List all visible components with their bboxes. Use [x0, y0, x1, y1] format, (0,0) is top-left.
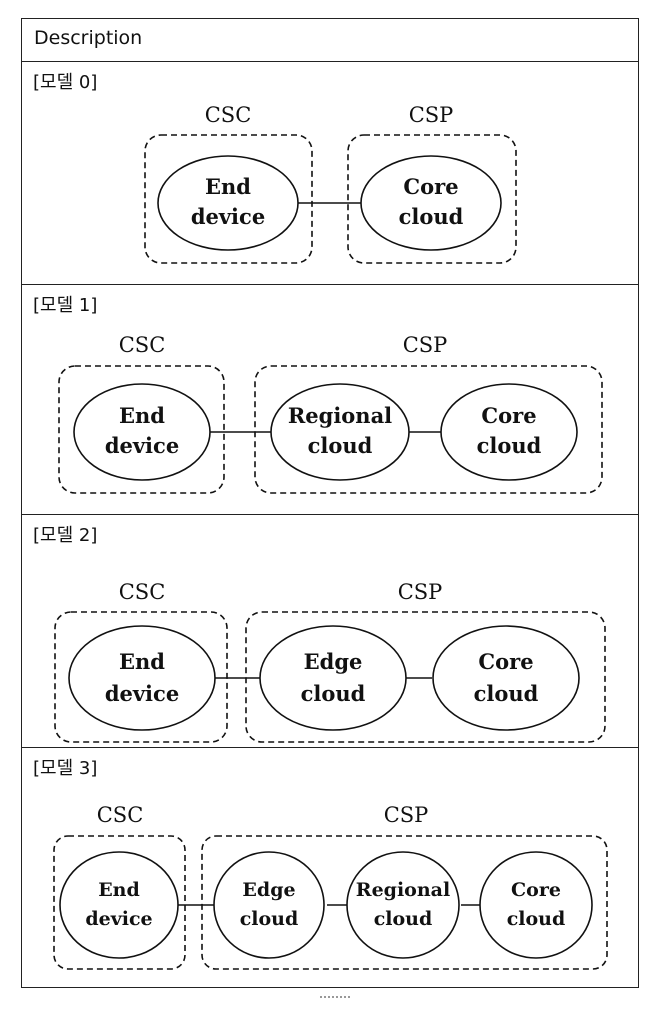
model-3-node-core-cloud [479, 851, 593, 959]
page-footer-mark [320, 996, 350, 1012]
model-3-node-3-line2: cloud [507, 908, 566, 930]
model-1-csp-label: CSP [403, 333, 448, 357]
model-0-csc-label: CSC [205, 103, 252, 127]
model-2-node-edge-cloud [259, 625, 407, 731]
model-3-csp-label: CSP [384, 803, 429, 827]
model-3-csc-group [53, 835, 186, 970]
model-0-label: [모델 0] [33, 72, 98, 93]
model-1-node-1-line1: Regional [288, 403, 392, 428]
model-3-node-edge-cloud [213, 851, 325, 959]
model-1-csc-label: CSC [119, 333, 166, 357]
model-2-diagram: CSC CSP End device Edge cloud Core cloud [54, 580, 606, 743]
model-2-node-1-line2: cloud [301, 681, 366, 706]
model-1-node-core-cloud [440, 383, 578, 481]
model-3-row: [모델 3] CSC CSP End device Edge cloud Reg… [22, 748, 638, 989]
model-0-node-core-cloud [360, 155, 502, 251]
model-0-node-0-line1: End [205, 174, 251, 199]
model-2-label: [모델 2] [33, 525, 98, 546]
model-3-csp-group [201, 835, 608, 970]
model-3-node-2-line2: cloud [374, 908, 433, 930]
model-2-csc-group [54, 611, 228, 743]
model-3-node-1-line2: cloud [240, 908, 299, 930]
model-0-node-1-line1: Core [403, 174, 458, 199]
model-2-csp-group [245, 611, 606, 743]
model-3-label: [모델 3] [33, 758, 98, 779]
model-1-node-2-line1: Core [481, 403, 536, 428]
model-2-node-1-line1: Edge [304, 649, 363, 674]
model-3-node-1-line1: Edge [242, 879, 295, 901]
model-1-label: [모델 1] [33, 295, 98, 316]
model-0-row: [모델 0] CSC CSP End device Core cloud [22, 62, 638, 285]
model-3-csc-label: CSC [97, 803, 144, 827]
model-3-node-2-line1: Regional [356, 879, 450, 901]
model-2-node-2-line2: cloud [474, 681, 539, 706]
model-2-row: [모델 2] CSC CSP End device Edge cloud Cor… [22, 515, 638, 748]
description-header: Description [34, 27, 143, 49]
model-2-node-0-line1: End [119, 649, 165, 674]
model-3-node-3-line1: Core [511, 879, 561, 901]
model-2-node-core-cloud [432, 625, 580, 731]
model-3-node-regional-cloud [346, 851, 460, 959]
model-1-node-regional-cloud [270, 383, 410, 481]
model-1-node-2-line2: cloud [477, 433, 542, 458]
model-2-node-2-line1: Core [478, 649, 533, 674]
model-2-node-end-device [68, 625, 216, 731]
model-0-node-0-line2: device [191, 204, 265, 229]
model-2-csp-label: CSP [398, 580, 443, 604]
model-2-csc-label: CSC [119, 580, 166, 604]
model-3-node-end-device [59, 851, 179, 959]
model-0-csp-group [347, 134, 517, 264]
model-1-node-0-line2: device [105, 433, 179, 458]
model-1-node-end-device [73, 383, 211, 481]
header-row: Description [22, 19, 638, 62]
model-3-node-0-line1: End [98, 879, 140, 901]
model-1-node-1-line2: cloud [308, 433, 373, 458]
model-3-node-0-line2: device [85, 908, 152, 930]
model-0-csp-label: CSP [409, 103, 454, 127]
model-0-diagram: CSC CSP End device Core cloud [144, 103, 517, 264]
model-2-node-0-line2: device [105, 681, 179, 706]
model-1-row: [모델 1] CSC CSP End device Regional cloud… [22, 285, 638, 515]
model-0-node-1-line2: cloud [399, 204, 464, 229]
model-table: Description [모델 0] CSC CSP End device Co… [21, 18, 639, 988]
model-0-node-end-device [157, 155, 299, 251]
model-1-node-0-line1: End [119, 403, 165, 428]
model-3-diagram: CSC CSP End device Edge cloud Regional c… [53, 803, 608, 970]
model-1-csc-group [58, 365, 225, 494]
model-1-diagram: CSC CSP End device Regional cloud Core c… [58, 333, 603, 494]
